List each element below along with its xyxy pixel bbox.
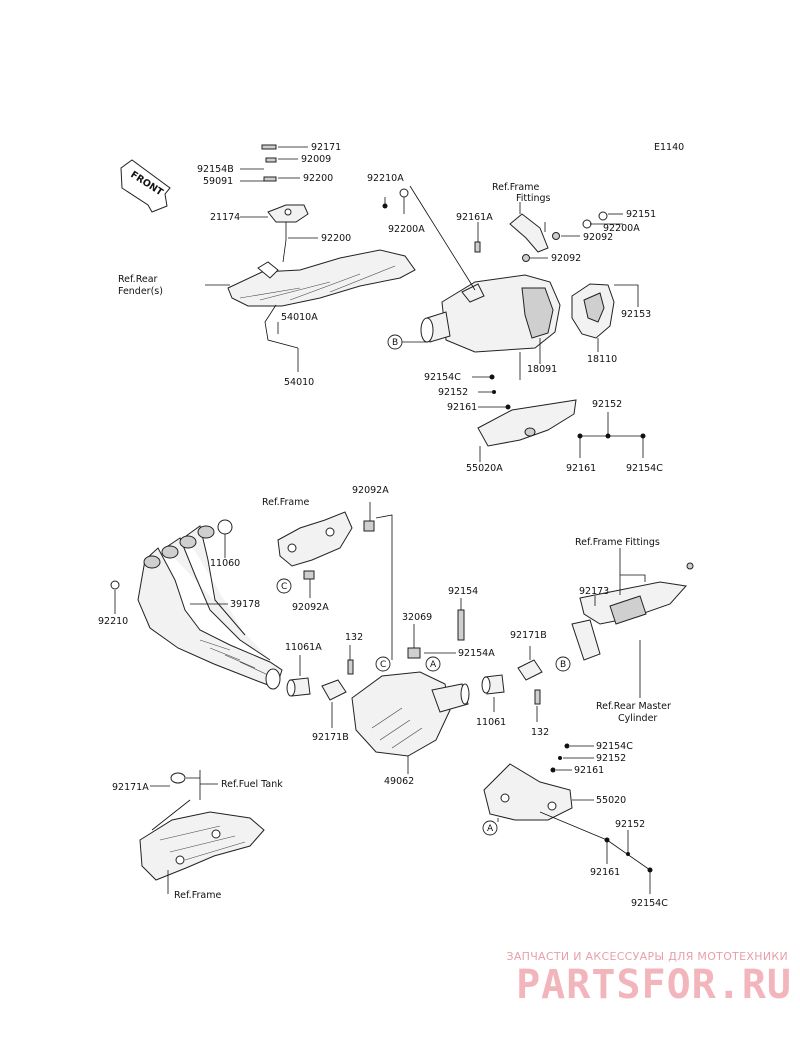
ref-frame-fittings-right: Ref.Frame Fittings — [575, 537, 660, 548]
label-92154B: 92154B — [197, 164, 234, 175]
label-54010: 54010 — [284, 377, 314, 388]
label-92200A-right: 92200A — [603, 223, 640, 234]
label-92210: 92210 — [98, 616, 128, 627]
label-39178: 39178 — [230, 599, 260, 610]
callout-c-mid: C — [281, 582, 287, 592]
label-92161-d: 92161 — [590, 867, 620, 878]
callout-a-bottom: A — [487, 824, 494, 834]
ref-rear-master-line2: Cylinder — [618, 713, 657, 724]
label-92152-a: 92152 — [438, 387, 468, 398]
ref-frame-fittings-top-line1: Ref.Frame — [492, 182, 539, 193]
label-92152-b: 92152 — [592, 399, 622, 410]
label-92171B-b: 92171B — [510, 630, 547, 641]
heat-guard-55020 — [483, 743, 653, 873]
rear-fender-assembly — [227, 144, 416, 349]
rear-master-cylinder-bracket — [571, 562, 694, 661]
label-32069: 32069 — [402, 612, 432, 623]
label-11061A: 11061A — [285, 642, 322, 653]
label-92154C-d: 92154C — [631, 898, 668, 909]
ref-rear-fender-line2: Fender(s) — [118, 286, 163, 297]
label-92154A: 92154A — [458, 648, 495, 659]
label-92161-c: 92161 — [574, 765, 604, 776]
label-92153: 92153 — [621, 309, 651, 320]
label-92151: 92151 — [626, 209, 656, 220]
gaskets-clamps — [286, 659, 543, 705]
label-92171: 92171 — [311, 142, 341, 153]
ref-frame-fittings-top-line2: Fittings — [516, 193, 551, 204]
label-55020: 55020 — [596, 795, 626, 806]
label-92173: 92173 — [579, 586, 609, 597]
label-11061: 11061 — [476, 717, 506, 728]
label-92154: 92154 — [448, 586, 478, 597]
callout-b-chamber: B — [560, 660, 566, 670]
fuel-tank-mount — [139, 772, 265, 881]
muffler-assembly — [420, 211, 615, 353]
exhaust-header-39178 — [137, 519, 283, 690]
label-132-b: 132 — [531, 727, 549, 738]
label-92154C-a: 92154C — [424, 372, 461, 383]
label-59091: 59091 — [203, 176, 233, 187]
callout-c-chamber: C — [380, 660, 386, 670]
callout-a-chamber: A — [430, 660, 437, 670]
label-55020A: 55020A — [466, 463, 503, 474]
callout-b-top: B — [392, 338, 398, 348]
label-92161A: 92161A — [456, 212, 493, 223]
label-92154C-b: 92154C — [626, 463, 663, 474]
frame-mount-mid — [277, 511, 375, 580]
label-92171B-a: 92171B — [312, 732, 349, 743]
label-92092-a: 92092 — [583, 232, 613, 243]
label-92152-d: 92152 — [615, 819, 645, 830]
label-92200-top: 92200 — [303, 173, 333, 184]
label-92210A: 92210A — [367, 173, 404, 184]
label-11060: 11060 — [210, 558, 240, 569]
ref-rear-fender-line1: Ref.Rear — [118, 274, 158, 285]
label-92161-b: 92161 — [566, 463, 596, 474]
label-92009: 92009 — [301, 154, 331, 165]
label-132-a: 132 — [345, 632, 363, 643]
label-92092A-b: 92092A — [292, 602, 329, 613]
label-92154C-c: 92154C — [596, 741, 633, 752]
heat-guard-55020A — [477, 374, 646, 447]
label-54010A: 54010A — [281, 312, 318, 323]
ref-rear-master-line1: Ref.Rear Master — [596, 701, 671, 712]
label-92092A-a: 92092A — [352, 485, 389, 496]
label-92200A-left: 92200A — [388, 224, 425, 235]
label-18091: 18091 — [527, 364, 557, 375]
label-92200-mid: 92200 — [321, 233, 351, 244]
ref-fuel-tank: Ref.Fuel Tank — [221, 779, 283, 790]
watermark-tagline: ЗАПЧАСТИ И АКСЕССУАРЫ ДЛЯ МОТОТЕХНИКИ — [506, 950, 788, 963]
diagram-code: E1140 — [654, 142, 684, 153]
label-18110: 18110 — [587, 354, 617, 365]
leaders-top-right — [402, 185, 639, 408]
label-92161-a: 92161 — [447, 402, 477, 413]
ref-frame-bottom: Ref.Frame — [174, 890, 221, 901]
front-direction-arrow: FRONT — [120, 159, 171, 213]
label-92092-b: 92092 — [551, 253, 581, 264]
label-21174: 21174 — [210, 212, 240, 223]
label-49062: 49062 — [384, 776, 414, 787]
pre-chamber-49062 — [351, 609, 470, 757]
label-92152-c: 92152 — [596, 753, 626, 764]
label-92171A: 92171A — [112, 782, 149, 793]
ref-frame-mid: Ref.Frame — [262, 497, 309, 508]
watermark-logo: PARTSFOR.RU — [516, 962, 792, 1008]
